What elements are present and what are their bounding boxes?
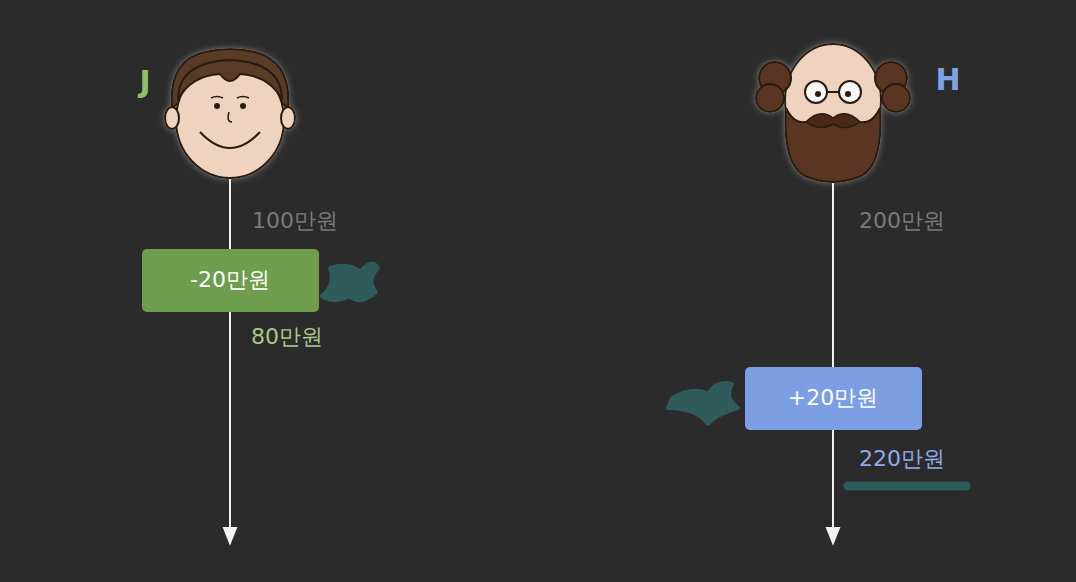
balance-before: 200만원 <box>859 208 945 234</box>
face-j <box>165 49 295 178</box>
balance-after: 220만원 <box>859 446 945 472</box>
timeline <box>224 175 839 543</box>
face-h <box>756 44 910 182</box>
person-label: H <box>935 62 960 98</box>
balance-after: 80만원 <box>251 324 323 350</box>
balance-before: 100만원 <box>252 208 338 234</box>
amount-box: -20만원 <box>142 249 319 312</box>
person-label: J <box>139 64 150 100</box>
amount-text: -20만원 <box>190 265 270 295</box>
amount-text: +20만원 <box>788 383 878 413</box>
amount-box: +20만원 <box>745 367 922 430</box>
scribble-mark <box>322 264 966 486</box>
